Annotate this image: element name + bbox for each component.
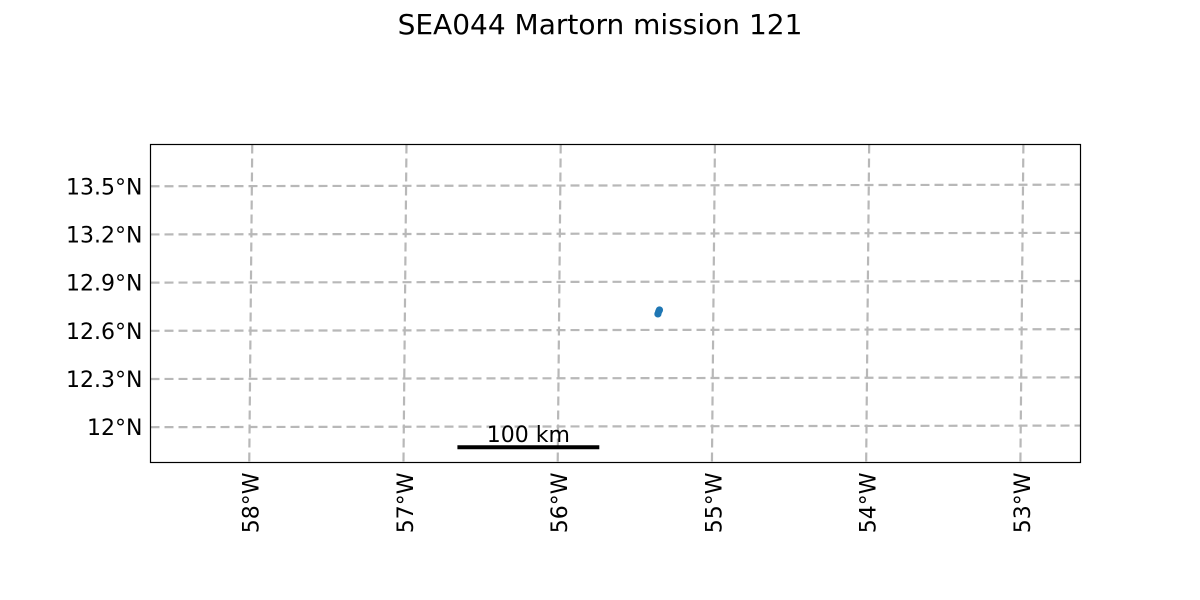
longitude-labels: 58°W 57°W 56°W 55°W 54°W 53°W bbox=[240, 472, 1036, 533]
graticule bbox=[150, 144, 1081, 463]
latitude-labels: 12°N 12.3°N 12.6°N 12.9°N 13.2°N 13.5°N bbox=[66, 175, 142, 441]
map-title: SEA044 Martorn mission 121 bbox=[398, 8, 803, 41]
lat-grid-line bbox=[150, 376, 1081, 381]
lat-grid-line bbox=[150, 279, 1081, 284]
lon-grid-line bbox=[1019, 144, 1025, 463]
lat-tick-label: 12.9°N bbox=[66, 272, 142, 297]
lon-tick-label: 56°W bbox=[548, 472, 573, 533]
lat-tick-label: 12.6°N bbox=[66, 320, 142, 345]
lat-grid-line bbox=[150, 231, 1081, 236]
lat-tick-label: 13.2°N bbox=[66, 223, 142, 248]
scale-bar-label: 100 km bbox=[487, 423, 570, 448]
lon-grid-line bbox=[402, 144, 408, 463]
track-point bbox=[655, 306, 664, 314]
lon-tick-label: 57°W bbox=[394, 472, 419, 533]
lon-tick-label: 54°W bbox=[857, 472, 882, 533]
lon-tick-label: 55°W bbox=[702, 472, 727, 533]
lat-grid-line bbox=[150, 183, 1081, 188]
lon-grid-line bbox=[865, 144, 871, 463]
lon-grid-line bbox=[556, 144, 562, 463]
lat-grid-line bbox=[150, 328, 1081, 332]
lon-tick-label: 53°W bbox=[1011, 472, 1036, 533]
glider-track bbox=[654, 306, 664, 318]
lat-tick-label: 12°N bbox=[87, 416, 142, 441]
lat-tick-label: 12.3°N bbox=[66, 368, 142, 393]
scale-bar: 100 km bbox=[457, 423, 600, 450]
lon-grid-line bbox=[248, 144, 254, 463]
lat-grid-line bbox=[150, 424, 1081, 429]
lat-tick-label: 13.5°N bbox=[66, 175, 142, 200]
map-frame bbox=[149, 143, 1082, 464]
lon-grid-line bbox=[710, 144, 717, 463]
lon-tick-label: 58°W bbox=[240, 472, 265, 533]
